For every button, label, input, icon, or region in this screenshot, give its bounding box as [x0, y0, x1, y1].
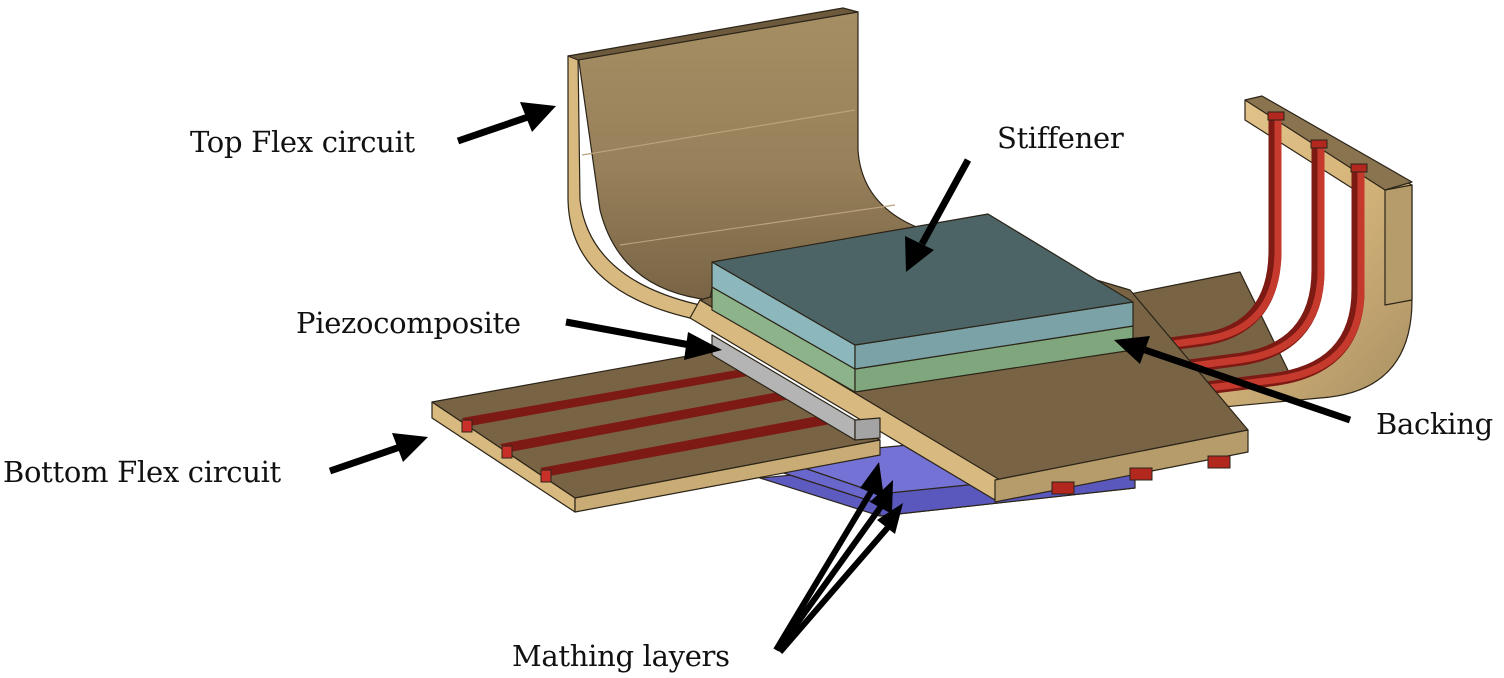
- bottom-trace-2: [500, 388, 812, 452]
- right-pad-1: [1267, 111, 1285, 121]
- fold-line-2: [619, 204, 896, 246]
- arrow-matching-1-head: [860, 462, 884, 498]
- label-top-flex-circuit: Top Flex circuit: [190, 125, 415, 159]
- arrow-stiffener: [918, 158, 972, 246]
- arrow-top-flex: [456, 113, 530, 145]
- stiffener-top: [711, 213, 1134, 346]
- bottom-pad-3: [540, 469, 552, 483]
- top-flex-pad-2: [1129, 467, 1153, 481]
- right-trace-1-hi: [1111, 118, 1282, 356]
- piezo-front: [854, 417, 881, 441]
- right-flex-top-edge: [1244, 95, 1413, 191]
- arrow-backing: [1143, 346, 1352, 424]
- bottom-trace-1: [462, 366, 770, 426]
- label-matching-layers: Mathing layers: [512, 639, 730, 673]
- label-bottom-flex-circuit: Bottom Flex circuit: [3, 455, 281, 489]
- arrow-top-flex-head: [520, 102, 556, 132]
- arrow-bottom-flex-head: [392, 433, 428, 462]
- label-piezocomposite: Piezocomposite: [296, 306, 521, 340]
- top-flex-rim: [567, 7, 859, 61]
- right-flex-outer-edge: [1384, 184, 1413, 306]
- arrow-backing-head: [1114, 336, 1150, 364]
- right-pad-2: [1310, 139, 1328, 149]
- arrow-stiffener-head: [905, 236, 934, 272]
- bottom-flex-front-edge: [574, 439, 881, 513]
- arrow-matching-1: [773, 488, 875, 652]
- arrow-bottom-flex: [328, 443, 402, 475]
- label-backing: Backing: [1376, 407, 1493, 441]
- arrow-matching-2: [775, 503, 885, 652]
- right-pad-3: [1350, 163, 1368, 173]
- right-trace-3-hi: [1151, 170, 1365, 399]
- arrow-matching-2-head: [870, 480, 893, 514]
- bottom-trace-3: [540, 412, 852, 476]
- bottom-pad-1: [461, 419, 473, 433]
- arrow-piezo-head: [684, 332, 722, 360]
- label-stiffener: Stiffener: [997, 121, 1124, 155]
- top-flex-pad-1: [1051, 481, 1075, 495]
- arrow-piezo: [565, 318, 691, 349]
- arrows: [328, 102, 1352, 654]
- fold-line-1: [581, 109, 856, 156]
- arrow-matching-3: [777, 523, 893, 654]
- right-trace-2-hi: [1121, 145, 1325, 379]
- top-flex-pad-3: [1207, 455, 1231, 469]
- bottom-pad-2: [501, 445, 513, 459]
- arrow-matching-3-head: [877, 503, 903, 534]
